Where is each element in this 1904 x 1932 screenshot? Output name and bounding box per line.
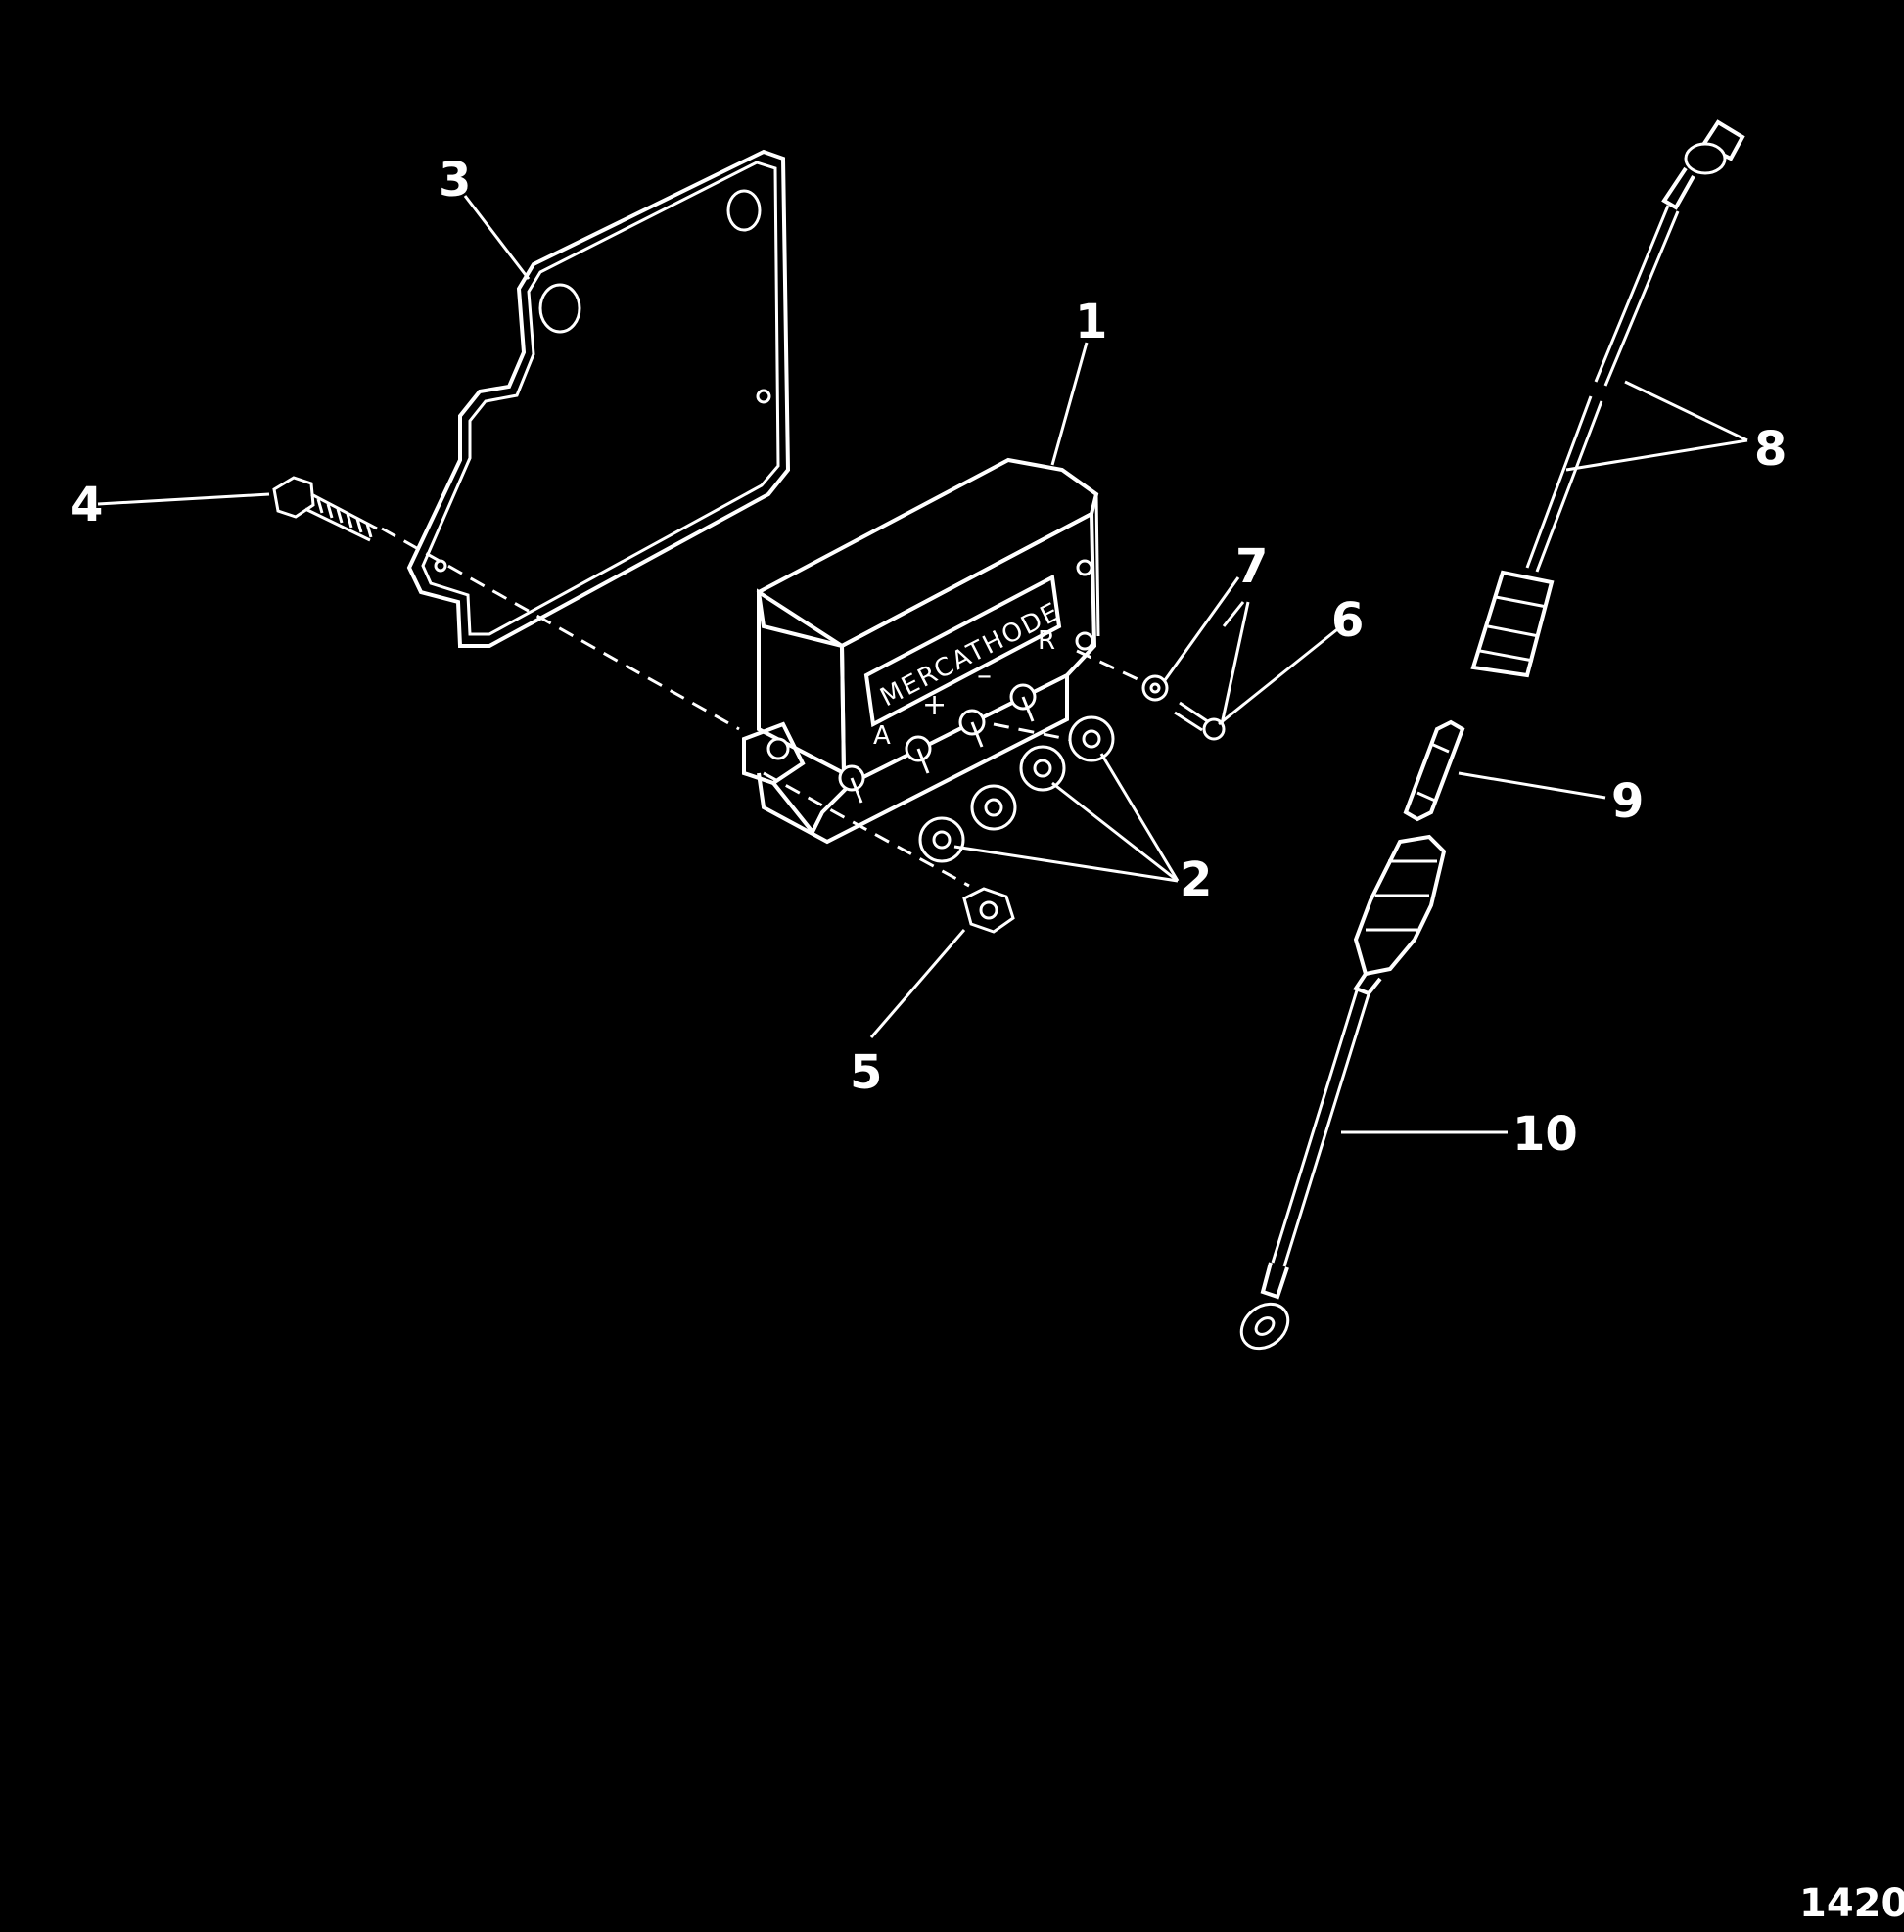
terminal-nuts: [918, 715, 1115, 863]
callout-2: 2: [1180, 852, 1212, 907]
callout-3: 3: [439, 153, 471, 207]
mounting-plate: [406, 149, 791, 648]
bolt: [272, 476, 378, 542]
callout-8: 8: [1754, 422, 1787, 477]
figure-number: 14205: [1799, 1881, 1904, 1926]
mounting-nut: [962, 887, 1015, 934]
terminal-label-a: A: [873, 721, 891, 751]
lower-lead-wire: [1239, 834, 1447, 1351]
callout-6: 6: [1331, 593, 1364, 648]
callout-1: 1: [1075, 295, 1107, 349]
washer: [1141, 674, 1169, 702]
upper-lead-wire: [1470, 119, 1745, 678]
callout-9: 9: [1611, 774, 1644, 829]
callout-10: 10: [1512, 1107, 1578, 1162]
screw: [1174, 701, 1226, 741]
callout-4: 4: [70, 478, 103, 532]
fuse: [1403, 719, 1465, 822]
terminal-posts: [838, 683, 1037, 804]
assembly-dashed-lines: [381, 527, 1151, 888]
terminal-label-plus: +: [922, 688, 947, 722]
callout-5: 5: [850, 1045, 882, 1100]
leader-lines: [97, 195, 1748, 1134]
callout-7: 7: [1235, 539, 1268, 594]
terminal-label-minus: –: [977, 659, 992, 693]
terminal-label-r: R: [1038, 626, 1055, 656]
